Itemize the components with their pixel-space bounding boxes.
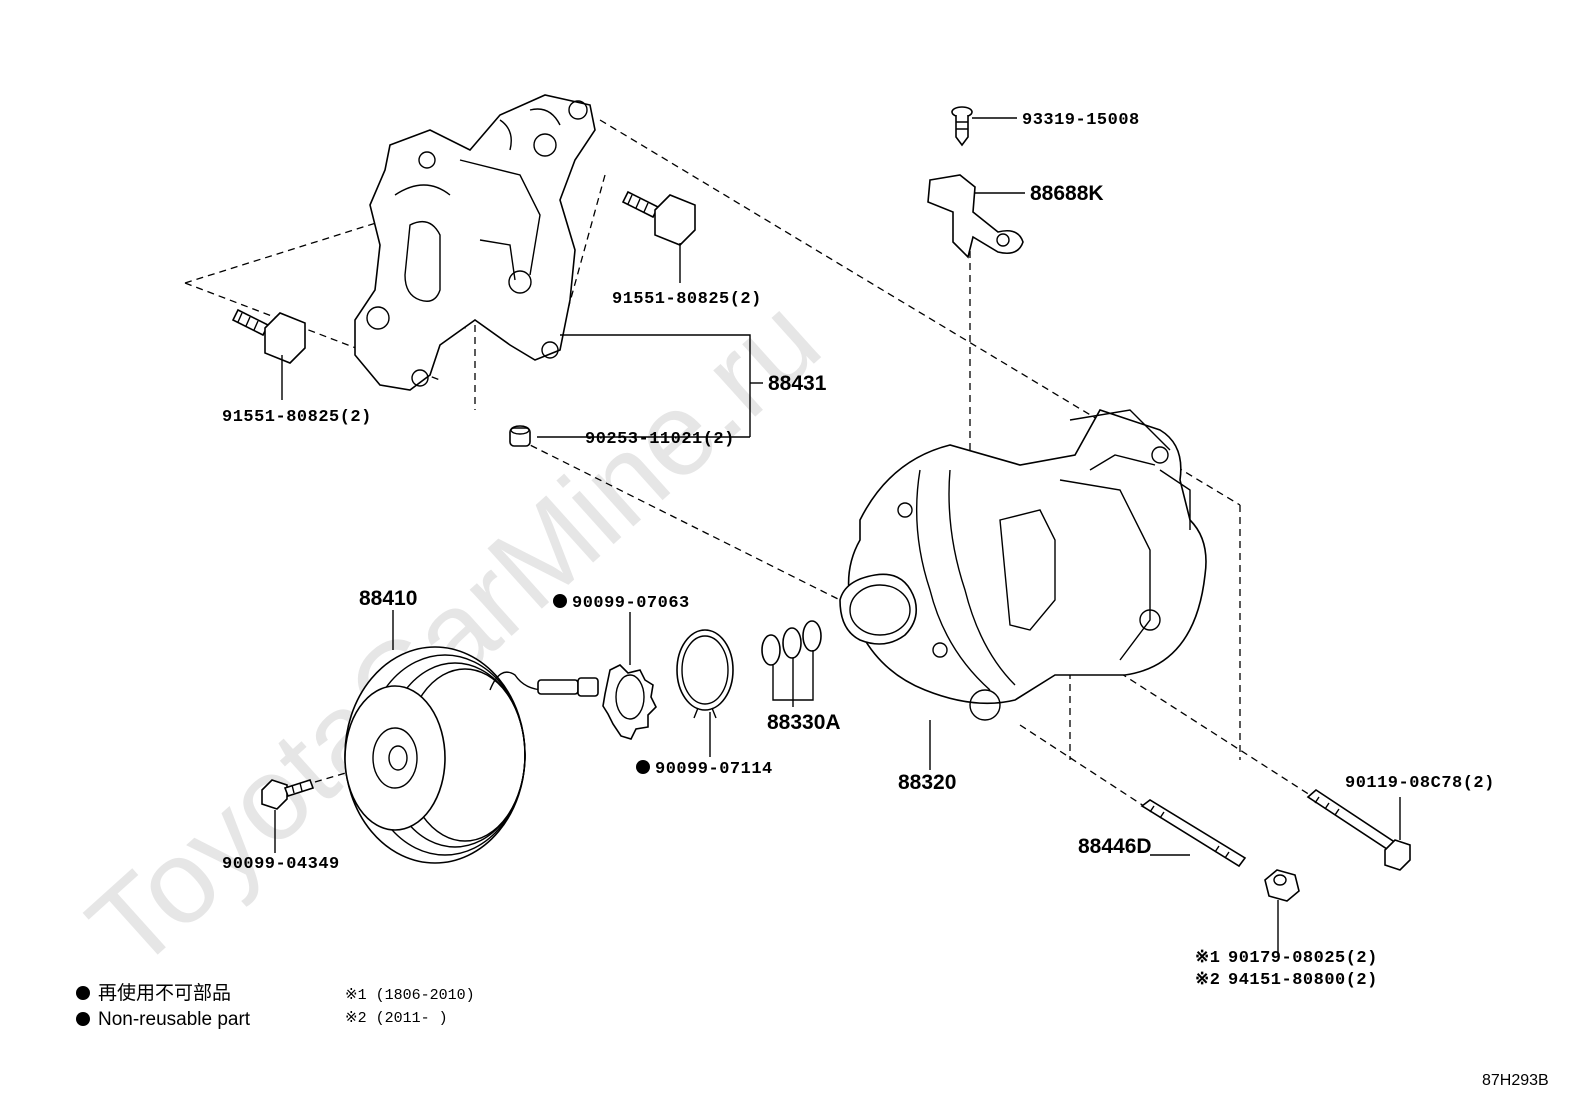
bracket-88431-drawing xyxy=(354,94,596,391)
part-label-94151[interactable]: 94151-80800(2) xyxy=(1228,971,1378,990)
part-label-90119[interactable]: 90119-08C78(2) xyxy=(1345,774,1495,793)
bolt-90119-drawing xyxy=(1306,788,1411,871)
collar-90253-drawing xyxy=(509,425,531,447)
legend-note-1: ※1 (1806-2010) xyxy=(345,987,475,1004)
part-label-91551-top[interactable]: 91551-80825(2) xyxy=(612,290,762,309)
snap-ring-90099-07114-drawing xyxy=(676,629,734,719)
part-label-90179[interactable]: 90179-08025(2) xyxy=(1228,949,1378,968)
watermark: ToyotaCarMine.ru xyxy=(64,273,844,994)
part-label-90099-07114[interactable]: 90099-07114 xyxy=(655,760,773,779)
part-label-90253[interactable]: 90253-11021(2) xyxy=(585,430,735,449)
part-label-90099-04349[interactable]: 90099-04349 xyxy=(222,855,340,874)
part-label-93319[interactable]: 93319-15008 xyxy=(1022,111,1140,130)
part-label-88320[interactable]: 88320 xyxy=(898,771,956,794)
part-label-94151-prefix: ※2 xyxy=(1195,971,1220,990)
non-reusable-bullet-07114 xyxy=(636,760,650,774)
stud-88446d-drawing xyxy=(1140,799,1247,868)
legend-note-2: ※2 (2011- ) xyxy=(345,1010,448,1027)
legend-bullet-en xyxy=(76,1012,90,1026)
clutch-pulley-88410-drawing xyxy=(344,646,599,864)
legend-jp-text: 再使用不可部品 xyxy=(98,982,231,1004)
bolt-90099-04349-drawing xyxy=(261,779,315,810)
diagram-code: 87H293B xyxy=(1482,1072,1549,1089)
part-label-88431[interactable]: 88431 xyxy=(768,372,827,395)
part-label-91551-left[interactable]: 91551-80825(2) xyxy=(222,408,372,427)
bracket-88688k-drawing xyxy=(927,174,1024,259)
part-label-88446d[interactable]: 88446D xyxy=(1078,835,1152,858)
shim-90099-07063-drawing xyxy=(602,664,657,740)
bolt-91551-left-drawing xyxy=(231,308,306,364)
part-label-88330a[interactable]: 88330A xyxy=(767,711,841,734)
shims-88330a-drawing xyxy=(761,620,822,666)
non-reusable-bullet-07063 xyxy=(553,594,567,608)
screw-93319-drawing xyxy=(951,106,973,147)
nut-90179-drawing xyxy=(1264,869,1300,902)
part-label-88688k[interactable]: 88688K xyxy=(1030,182,1104,205)
part-label-90099-07063[interactable]: 90099-07063 xyxy=(572,594,690,613)
part-label-90179-prefix: ※1 xyxy=(1195,949,1220,968)
part-label-88410[interactable]: 88410 xyxy=(359,587,417,610)
bolt-91551-top-drawing xyxy=(621,190,696,246)
compressor-88320-drawing xyxy=(839,409,1207,721)
legend-en-text: Non-reusable part xyxy=(98,1009,251,1030)
legend: 再使用不可部品 Non-reusable part ※1 (1806-2010)… xyxy=(76,982,475,1030)
leader-lines xyxy=(274,117,1401,955)
legend-bullet-jp xyxy=(76,986,90,1000)
